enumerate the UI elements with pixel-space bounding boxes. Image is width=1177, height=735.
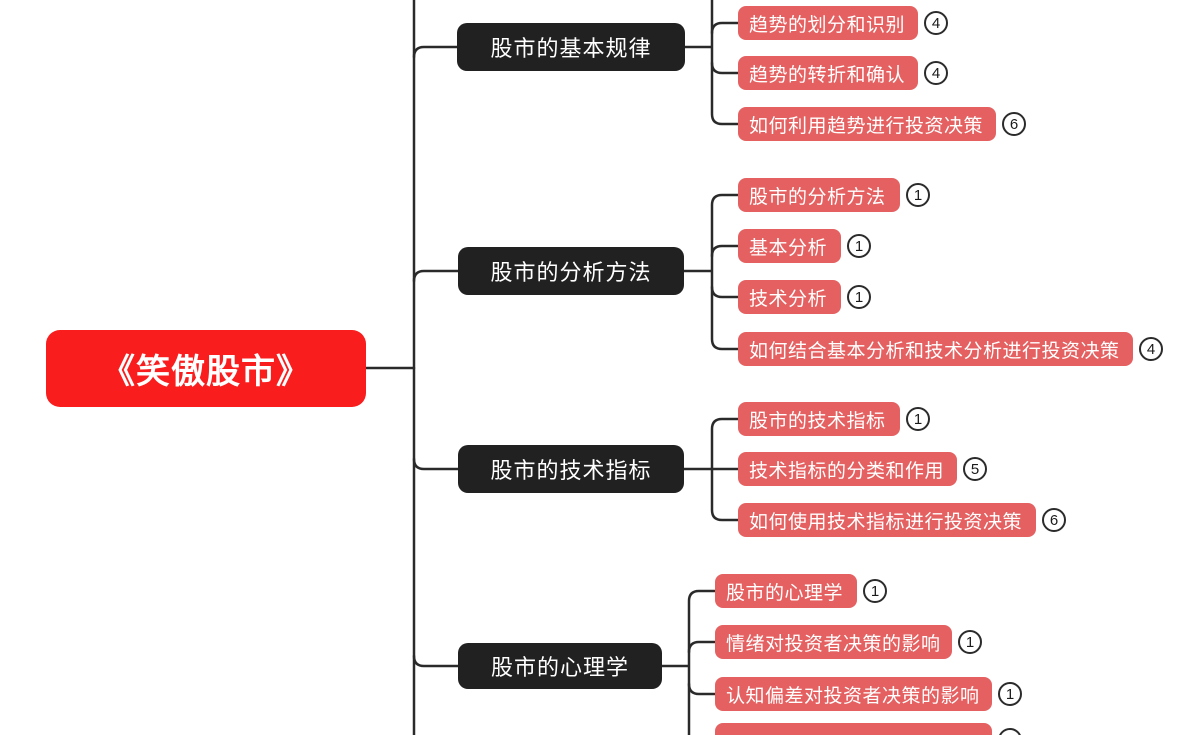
leaf-node-label: 基本分析: [749, 237, 828, 259]
leaf-row: 如何利用趋势进行投资决策 6: [738, 107, 1026, 141]
count-badge-value: 6: [1009, 115, 1019, 133]
branch2-child3-link: [710, 285, 740, 299]
count-badge[interactable]: 4: [924, 61, 948, 85]
leaf-node-label: 认知偏差对投资者决策的影响: [726, 685, 980, 707]
leaf-row: 股市的技术指标 1: [738, 402, 930, 436]
count-badge[interactable]: 6: [1002, 112, 1026, 136]
leaf-node-label: 股市的分析方法: [749, 186, 886, 208]
leaf-node[interactable]: 基本分析: [738, 229, 841, 263]
leaf-node[interactable]: 情绪对投资者决策的影响: [715, 625, 952, 659]
leaf-node[interactable]: 技术指标的分类和作用: [738, 452, 957, 486]
leaf-node-label: 股市的技术指标: [749, 410, 886, 432]
count-badge[interactable]: [998, 728, 1022, 735]
count-badge-value: 1: [1005, 685, 1015, 703]
branch-node-label: 股市的基本规律: [490, 36, 652, 61]
root-node-label: 《笑傲股市》: [101, 353, 311, 391]
leaf-node[interactable]: 趋势的转折和确认: [738, 56, 918, 90]
branch4-spine: [660, 589, 717, 735]
count-badge[interactable]: 1: [863, 579, 887, 603]
count-badge[interactable]: 4: [1139, 337, 1163, 361]
leaf-node[interactable]: 趋势的划分和识别: [738, 6, 918, 40]
branch4-child3-link: [687, 682, 717, 696]
leaf-node-label: 趋势的转折和确认: [749, 64, 906, 86]
count-badge-value: 6: [1049, 511, 1059, 529]
leaf-row: 如何结合基本分析和技术分析进行投资决策 4: [738, 332, 1163, 366]
count-badge[interactable]: 1: [958, 630, 982, 654]
leaf-node-clipped[interactable]: [715, 723, 992, 735]
leaf-row: 情绪对投资者决策的影响 1: [715, 625, 982, 659]
branch-node-analysis-methods[interactable]: 股市的分析方法: [458, 247, 684, 295]
leaf-row: 趋势的划分和识别 4: [738, 6, 948, 40]
branch3-link: [412, 457, 460, 471]
branch2-spine: [682, 193, 740, 351]
branch-node-label: 股市的分析方法: [490, 260, 652, 285]
count-badge-value: 5: [970, 460, 980, 478]
leaf-row: 认知偏差对投资者决策的影响 1: [715, 677, 1022, 711]
count-badge[interactable]: 1: [906, 407, 930, 431]
count-badge[interactable]: 4: [924, 11, 948, 35]
branch1-child1-link: [710, 21, 740, 35]
leaf-row-clipped: [715, 723, 1022, 735]
leaf-row: 股市的心理学 1: [715, 574, 887, 608]
leaf-node-label: 如何利用趋势进行投资决策: [749, 115, 984, 137]
count-badge[interactable]: 6: [1042, 508, 1066, 532]
branch1-child2-link: [710, 61, 740, 75]
leaf-row: 趋势的转折和确认 4: [738, 56, 948, 90]
branch2-child2-link: [710, 244, 740, 258]
count-badge-value: 1: [913, 410, 923, 428]
count-badge[interactable]: 1: [906, 183, 930, 207]
branch-node-label: 股市的心理学: [490, 655, 629, 680]
leaf-node-label: 如何结合基本分析和技术分析进行投资决策: [749, 340, 1120, 362]
leaf-node-label: 情绪对投资者决策的影响: [726, 633, 941, 655]
leaf-row: 股市的分析方法 1: [738, 178, 930, 212]
leaf-node[interactable]: 股市的技术指标: [738, 402, 900, 436]
count-badge-value: 1: [913, 186, 923, 204]
branch1-spine: [683, 0, 740, 126]
count-badge[interactable]: 1: [847, 234, 871, 258]
branch4-child2-link: [687, 640, 717, 654]
leaf-node[interactable]: 技术分析: [738, 280, 841, 314]
branch-node-label: 股市的技术指标: [490, 458, 652, 483]
leaf-node-label: 技术分析: [749, 288, 828, 310]
branch4-link: [412, 654, 460, 668]
leaf-row: 如何使用技术指标进行投资决策 6: [738, 503, 1066, 537]
leaf-node-label: 趋势的划分和识别: [749, 14, 906, 36]
leaf-node[interactable]: 股市的心理学: [715, 574, 857, 608]
root-node[interactable]: 《笑傲股市》: [46, 330, 366, 407]
branch-node-psychology[interactable]: 股市的心理学: [458, 643, 662, 689]
count-badge-value: 1: [965, 633, 975, 651]
leaf-node[interactable]: 认知偏差对投资者决策的影响: [715, 677, 992, 711]
count-badge-value: 4: [931, 14, 941, 32]
count-badge-value: 4: [931, 64, 941, 82]
leaf-node[interactable]: 如何利用趋势进行投资决策: [738, 107, 996, 141]
branch-node-technical-indicators[interactable]: 股市的技术指标: [458, 445, 684, 493]
count-badge-value: 1: [870, 582, 880, 600]
leaf-row: 技术指标的分类和作用 5: [738, 452, 987, 486]
leaf-node-label: 技术指标的分类和作用: [749, 460, 945, 482]
branch1-link: [412, 45, 459, 59]
count-badge[interactable]: 1: [998, 682, 1022, 706]
count-badge-value: 1: [854, 288, 864, 306]
leaf-node[interactable]: 如何结合基本分析和技术分析进行投资决策: [738, 332, 1133, 366]
branch3-spine: [682, 417, 740, 522]
count-badge[interactable]: 5: [963, 457, 987, 481]
leaf-row: 技术分析 1: [738, 280, 871, 314]
count-badge[interactable]: 1: [847, 285, 871, 309]
leaf-row: 基本分析 1: [738, 229, 871, 263]
branch-node-basic-rules[interactable]: 股市的基本规律: [457, 23, 685, 71]
branch2-link: [412, 269, 460, 283]
leaf-node[interactable]: 如何使用技术指标进行投资决策: [738, 503, 1036, 537]
count-badge-value: 1: [854, 237, 864, 255]
count-badge-value: 4: [1146, 340, 1156, 358]
leaf-node[interactable]: 股市的分析方法: [738, 178, 900, 212]
leaf-node-label: 如何使用技术指标进行投资决策: [749, 511, 1023, 533]
leaf-node-label: 股市的心理学: [726, 582, 844, 604]
